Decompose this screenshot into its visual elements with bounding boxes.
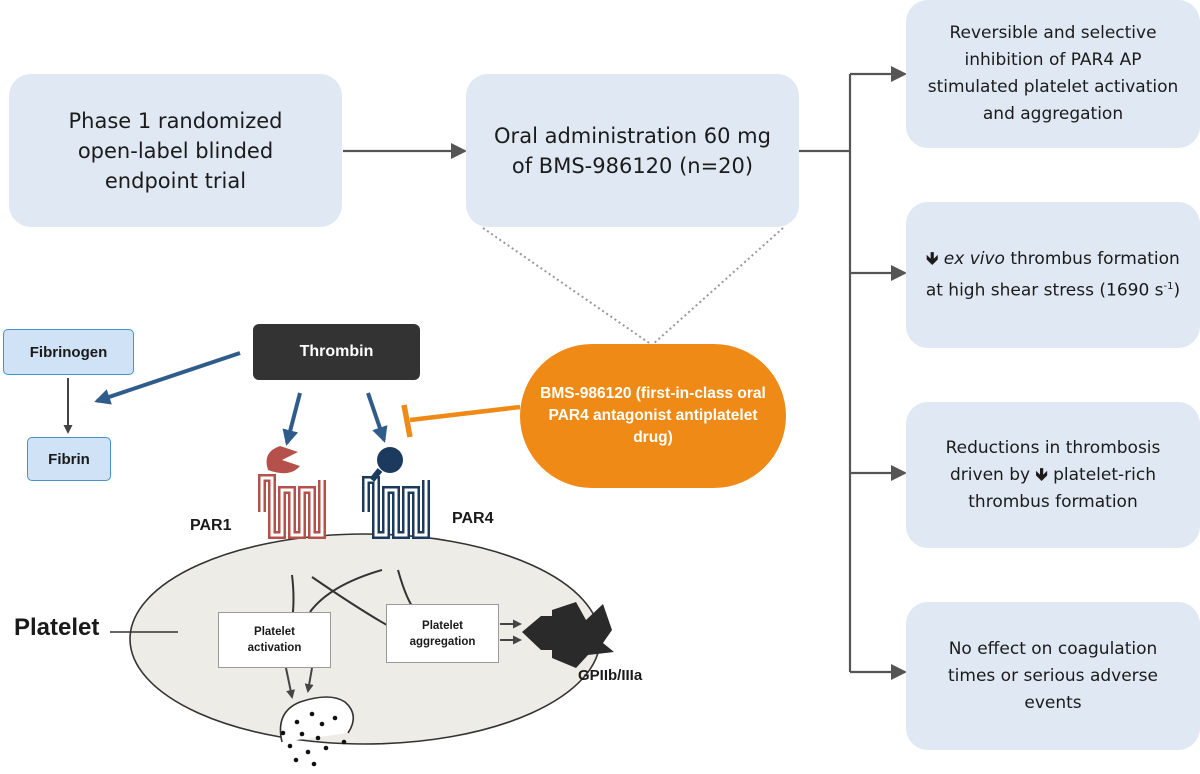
outcome-box-1: Reversible and selective inhibition of P… [906, 0, 1200, 148]
outcome-3-text: Reductions in thrombosis driven by 🡻 pla… [945, 437, 1161, 512]
outcome-2-italic: ex vivo [943, 248, 1005, 269]
trial-design-box: Phase 1 randomized open-label blinded en… [9, 74, 342, 227]
thrombin-box: Thrombin [253, 324, 420, 380]
par1-ligand-head [266, 446, 300, 474]
outcome-box-4: No effect on coagulation times or seriou… [906, 602, 1200, 750]
par4-label: PAR4 [452, 510, 494, 527]
drug-bubble: BMS-986120 (first-in-class oral PAR4 ant… [520, 344, 786, 488]
outcome-box-3: Reductions in thrombosis driven by 🡻 pla… [906, 402, 1200, 548]
down-arrow-icon: 🡻 [926, 248, 939, 269]
outcome-2-text: 🡻 ex vivo thrombus formation at high she… [925, 248, 1181, 301]
gpiib-receptor [522, 602, 614, 668]
platelet-activation-box: Platelet activation [218, 612, 331, 668]
trial-design-text: Phase 1 randomized open-label blinded en… [68, 108, 283, 193]
outcome-4-text: No effect on coagulation times or seriou… [948, 638, 1158, 713]
granule-pocket [279, 696, 355, 743]
thrombin-cleaves-fibrinogen-arrow [94, 351, 241, 405]
fibrinogen-box: Fibrinogen [3, 329, 134, 375]
platelet-aggregation-box: Platelet aggregation [386, 604, 499, 663]
administration-box: Oral administration 60 mg of BMS-986120 … [466, 74, 799, 227]
thrombin-to-par1-arrow [282, 392, 302, 446]
administration-text: Oral administration 60 mg of BMS-986120 … [494, 123, 771, 178]
thrombin-to-par4-arrow [366, 392, 388, 443]
outcome-1-text: Reversible and selective inhibition of P… [927, 23, 1179, 124]
fibrin-box: Fibrin [27, 437, 111, 481]
outcome-box-2: 🡻 ex vivo thrombus formation at high she… [906, 202, 1200, 348]
down-arrow-icon: 🡻 [1035, 464, 1048, 485]
drug-inhibition-line [409, 404, 521, 423]
granules [280, 711, 347, 767]
par1-label: PAR1 [190, 517, 232, 534]
gpiib-label: GPIIb/IIIa [578, 667, 643, 684]
platelet-label: Platelet [14, 614, 100, 641]
par4-ligand-head [377, 447, 403, 473]
